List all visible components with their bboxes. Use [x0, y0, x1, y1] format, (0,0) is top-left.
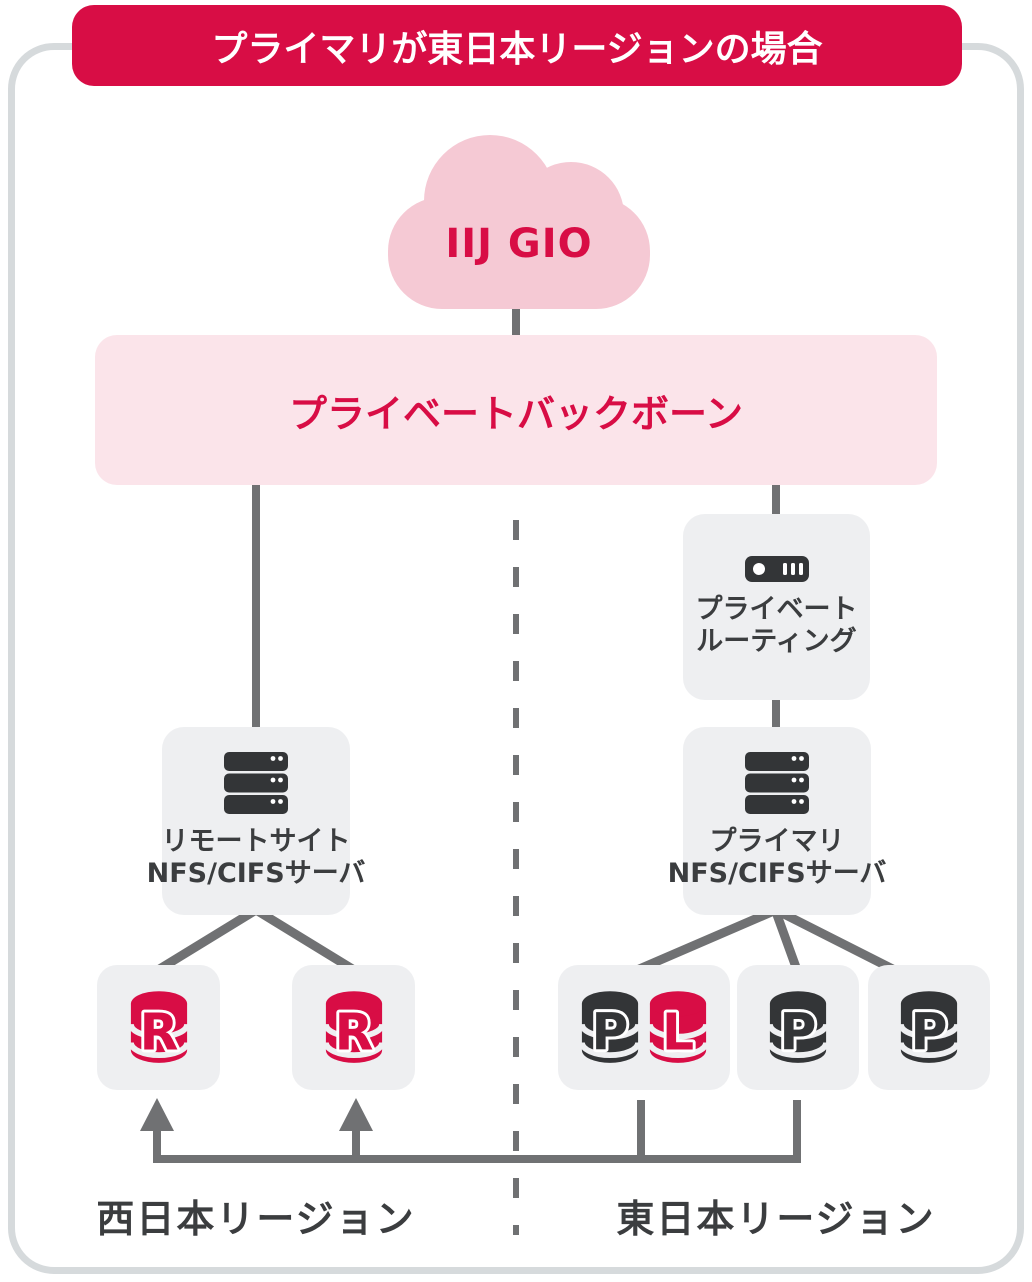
database-log-icon: L [647, 990, 709, 1064]
private-backbone-bar: プライベートバックボーン [95, 335, 937, 485]
db-letter: P [780, 1002, 817, 1061]
private-routing-node: プライベート ルーティング [683, 514, 870, 700]
west-region-label: 西日本リージョン [96, 1197, 416, 1241]
routing-label-line1: プライベート [695, 594, 858, 625]
cloud-label: IIJ GIO [445, 221, 593, 267]
east-region-label: 東日本リージョン [616, 1197, 936, 1241]
database-primary-icon: P [579, 990, 641, 1064]
database-primary-icon: P [898, 990, 960, 1064]
remote-server-label-line2: NFS/CIFSサーバ [146, 858, 366, 889]
east-primary-db-2: P [868, 965, 990, 1090]
router-icon [744, 556, 809, 582]
backbone-label: プライベートバックボーン [288, 391, 744, 436]
primary-nfs-cifs-server-node: プライマリ NFS/CIFSサーバ [668, 727, 886, 915]
db-letter: P [911, 1002, 948, 1061]
cloud-icon [388, 135, 650, 309]
primary-server-label-line1: プライマリ [709, 826, 845, 857]
west-replica-db-2: R [292, 965, 415, 1090]
west-replica-db-1: R [97, 965, 220, 1090]
east-primary-log-db: P L [558, 965, 730, 1090]
primary-server-label-line2: NFS/CIFSサーバ [667, 858, 887, 889]
database-primary-icon: P [767, 990, 829, 1064]
database-replica-icon: R [127, 990, 190, 1064]
iij-gio-cloud: IIJ GIO [388, 133, 650, 309]
remote-server-label-line1: リモートサイト [161, 826, 351, 857]
server-icon [745, 752, 809, 814]
db-letter: R [334, 1002, 373, 1061]
db-letter: L [662, 1002, 694, 1061]
server-icon [224, 752, 288, 814]
diagram-title: プライマリが東日本リージョンの場合 [211, 28, 823, 70]
east-primary-db-1: P [737, 965, 859, 1090]
database-replica-icon: R [322, 990, 385, 1064]
remote-nfs-cifs-server-node: リモートサイト NFS/CIFSサーバ [147, 727, 365, 915]
db-letter: P [592, 1002, 629, 1061]
routing-label-line2: ルーティング [696, 626, 857, 657]
title-banner: プライマリが東日本リージョンの場合 [72, 5, 962, 86]
db-letter: R [139, 1002, 178, 1061]
